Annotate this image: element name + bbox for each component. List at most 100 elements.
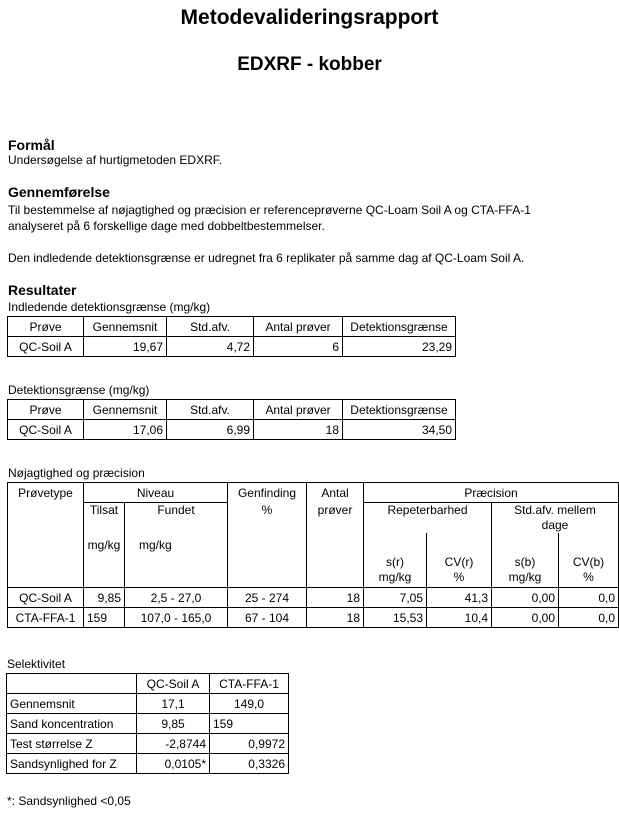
table-header-cell: s(b) [514,555,536,569]
table-header-cell: Fundet [124,502,228,533]
footnote: *: Sandsynlighed <0,05 [7,794,131,808]
table-header-cell: s(r) [386,555,404,569]
table-cell: 149,0 [209,693,289,714]
section-heading-resultater: Resultater [8,282,77,298]
table-row: Sandsynlighed for Z 0,0105* 0,3326 [6,753,289,774]
table-header-cell: Genfinding [227,482,307,503]
table-cell: 18 [306,607,364,628]
table-header-row: Prøve Gennemsnit Std.afv. Antal prøver D… [7,399,456,420]
table-header-cell: Antal prøver [253,316,343,337]
table-header-cell: % [227,502,307,533]
table-cell: 67 - 104 [227,607,307,628]
detection-limit-table: Prøve Gennemsnit Std.afv. Antal prøver D… [7,399,456,440]
table-cell: 0,00 [491,587,559,608]
gennemfoerelse-line1: Til bestemmelse af nøjagtighed og præcis… [8,203,531,217]
accuracy-precision-table: Prøvetype Niveau Genfinding Antal Præcis… [7,482,619,628]
table-cell: 159 [83,607,125,628]
table-row: CTA-FFA-1 159 107,0 - 165,0 67 - 104 18 … [7,607,619,628]
table-row: QC-Soil A 19,67 4,72 6 23,29 [7,336,456,357]
table-cell: 0,00 [491,607,559,628]
table-header-cell: QC-Soil A [136,673,210,694]
table-cell: 15,53 [363,607,427,628]
table-cell: 0,0 [558,607,619,628]
table-cell: 18 [306,587,364,608]
table3-caption: Nøjagtighed og præcision [8,466,145,480]
table-cell: 0,9972 [209,733,289,754]
table-cell: 0,3326 [209,753,289,774]
section-heading-formaal: Formål [8,137,55,153]
table-cell: Test størrelse Z [6,733,137,754]
table-cell: 18 [253,419,343,440]
table1-caption: Indledende detektionsgrænse (mg/kg) [8,300,211,314]
table-row: QC-Soil A 17,06 6,99 18 34,50 [7,419,456,440]
table-header-cell: Std.afv. [166,316,254,337]
table-cell: 17,1 [136,693,210,714]
table-cell: 7,05 [363,587,427,608]
report-title: Metodevalideringsrapport [180,6,439,29]
table-cell: 159 [209,713,289,734]
table-cell: Sand koncentration [6,713,137,734]
table-header-cell: Gennemsnit [83,316,167,337]
table-header-cell: Prøve [7,399,84,420]
table-cell: QC-Soil A [7,419,84,440]
section-heading-gennemfoerelse: Gennemførelse [8,184,110,200]
table-cell: 6 [253,336,343,357]
table-header-cell: CV(r) [444,555,474,569]
table-cell: Sandsynlighed for Z [6,753,137,774]
table-header-cell: mg/kg [378,570,412,584]
table-header-cell [6,673,137,694]
table4-caption: Selektivitet [7,657,66,671]
table-row: Sand koncentration 9,85 159 [6,713,289,734]
table-header-cell: Repeterbarhed [363,502,492,533]
table-cell: 107,0 - 165,0 [124,607,228,628]
table-cell: 19,67 [83,336,167,357]
table-header-cell: Præcision [363,482,619,503]
table-cell: 17,06 [83,419,167,440]
table-header-cell: prøver [306,502,364,533]
table-cell: 25 - 274 [227,587,307,608]
table-header-row: mg/kg mg/kg s(r) mg/kg CV(r) % s(b) mg/k… [7,533,619,588]
table-header-cell: CTA-FFA-1 [209,673,289,694]
table-header-row: Prøve Gennemsnit Std.afv. Antal prøver D… [7,316,456,337]
table-cell: 9,85 [136,713,210,734]
table-cell: QC-Soil A [7,587,84,608]
table-row: Gennemsnit 17,1 149,0 [6,693,289,714]
table-header-cell: Detektionsgrænse [342,399,456,420]
table-header-cell: Antal prøver [253,399,343,420]
detection-limit-initial-table: Prøve Gennemsnit Std.afv. Antal prøver D… [7,316,456,357]
table-header-cell: % [583,570,594,584]
table-cell: 41,3 [426,587,492,608]
table2-caption: Detektionsgrænse (mg/kg) [8,383,150,397]
table-header-cell: Antal [306,482,364,503]
table-header-cell: % [453,570,465,584]
table-cell: 34,50 [342,419,456,440]
table-cell: Gennemsnit [6,693,137,714]
gennemfoerelse-line3: Den indledende detektionsgrænse er udreg… [8,251,525,265]
table-cell: 4,72 [166,336,254,357]
table-cell: 0,0 [558,587,619,608]
table-cell: CTA-FFA-1 [7,607,84,628]
table-cell: 10,4 [426,607,492,628]
table-header-cell: CV(b) [572,555,605,569]
table-header-cell: Niveau [83,482,228,503]
table-header-row: QC-Soil A CTA-FFA-1 [6,673,289,694]
table-cell: 9,85 [83,587,125,608]
table-header-cell: Prøvetype [7,482,84,503]
table-header-cell: Detektionsgrænse [342,316,456,337]
table-cell: 2,5 - 27,0 [124,587,228,608]
table-cell: 0,0105* [136,753,210,774]
table-header-cell: mg/kg [124,533,228,588]
table-header-cell: Prøve [7,316,84,337]
table-row: Test størrelse Z -2,8744 0,9972 [6,733,289,754]
table-header-cell: Tilsat [83,502,125,533]
table-header-cell: mg/kg [83,533,125,588]
table-header-row: Tilsat Fundet % prøver Repeterbarhed Std… [7,502,619,533]
table-header-cell: Gennemsnit [83,399,167,420]
report-subtitle: EDXRF - kobber [237,54,382,75]
table-header-cell: Std.afv. [166,399,254,420]
table-header-row: Prøvetype Niveau Genfinding Antal Præcis… [7,482,619,503]
table-cell: -2,8744 [136,733,210,754]
selectivity-table: QC-Soil A CTA-FFA-1 Gennemsnit 17,1 149,… [6,673,289,774]
table-header-cell: mg/kg [508,570,542,584]
gennemfoerelse-line2: analyseret på 6 forskellige dage med dob… [8,219,325,233]
